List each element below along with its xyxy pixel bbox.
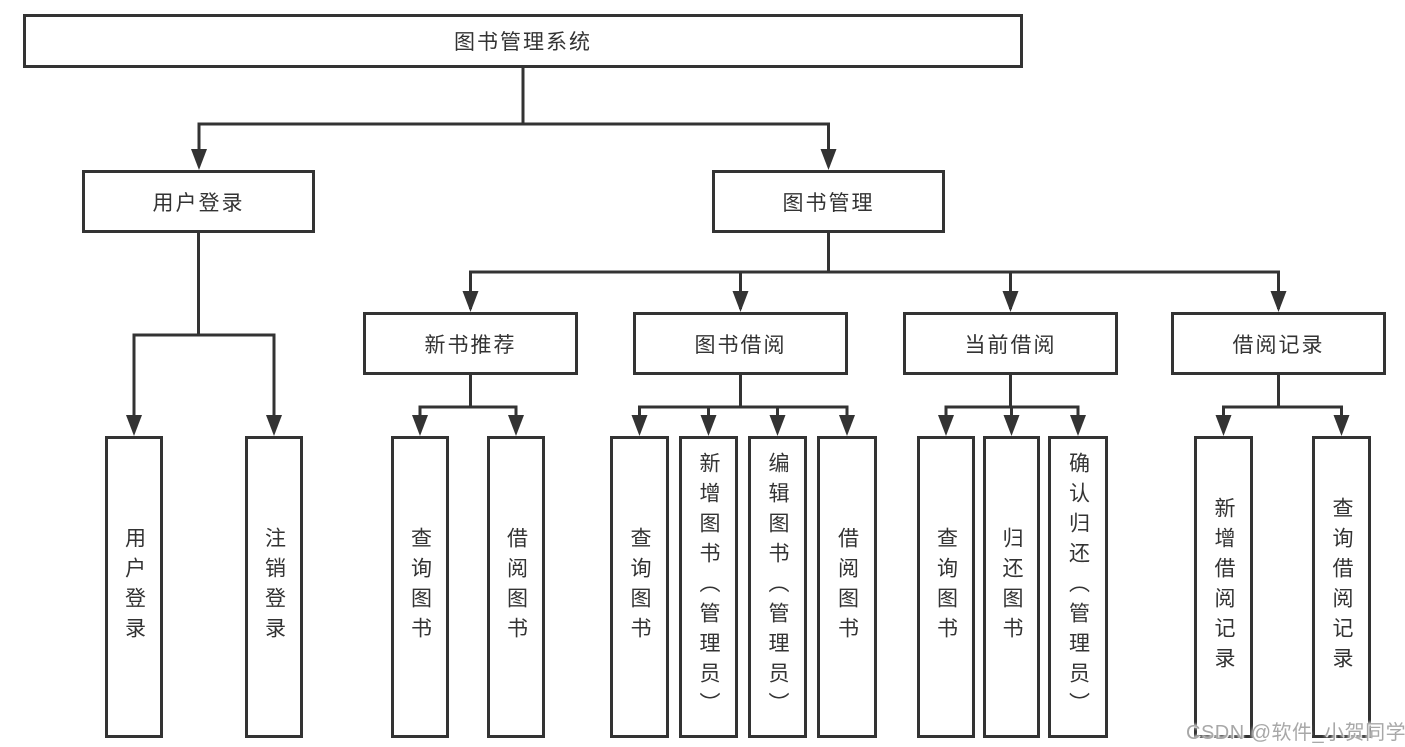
- arrow-down-icon: [1003, 415, 1020, 436]
- leaf-return-books-label: 归还图书: [1000, 527, 1023, 647]
- leaf-edit-book-admin-label: 编辑图书（管理员）: [766, 452, 789, 722]
- leaf-confirm-return-admin: 确认归还（管理员）: [1048, 436, 1108, 738]
- leaf-borrow-books-recommend-label: 借阅图书: [504, 527, 528, 647]
- node-new-book-recommend-label: 新书推荐: [424, 333, 517, 357]
- node-book-manage: 图书管理: [712, 170, 945, 233]
- arrow-down-icon: [1270, 291, 1287, 312]
- arrow-down-icon: [769, 415, 786, 436]
- arrow-down-icon: [266, 415, 282, 436]
- leaf-query-books-borrow-label: 查询图书: [628, 527, 651, 647]
- arrowhead-icons: [126, 149, 1350, 436]
- leaf-borrow-books: 借阅图书: [817, 436, 877, 738]
- node-current-borrow: 当前借阅: [903, 312, 1118, 375]
- leaf-logout-login-label: 注销登录: [262, 527, 286, 647]
- leaf-query-books-borrow: 查询图书: [610, 436, 669, 738]
- leaf-query-borrow-record-label: 查询借阅记录: [1330, 497, 1353, 677]
- leaf-query-borrow-record: 查询借阅记录: [1312, 436, 1371, 738]
- leaf-edit-book-admin: 编辑图书（管理员）: [748, 436, 807, 738]
- leaf-add-borrow-record: 新增借阅记录: [1194, 436, 1253, 738]
- node-book-manage-label: 图书管理: [782, 191, 875, 215]
- connector-paths: [132, 68, 1343, 432]
- arrow-down-icon: [462, 291, 479, 312]
- arrow-down-icon: [1215, 415, 1232, 436]
- leaf-query-books-current-label: 查询图书: [934, 527, 958, 647]
- csdn-watermark: CSDN @软件_小贺同学: [1186, 722, 1405, 744]
- arrow-down-icon: [1002, 291, 1019, 312]
- leaf-query-books-recommend: 查询图书: [391, 436, 449, 738]
- arrow-down-icon: [700, 415, 717, 436]
- arrow-down-icon: [820, 149, 837, 170]
- leaf-query-books-recommend-label: 查询图书: [408, 527, 432, 647]
- leaf-add-book-admin-label: 新增图书（管理员）: [697, 452, 720, 722]
- arrow-down-icon: [191, 149, 207, 170]
- leaf-borrow-books-label: 借阅图书: [835, 527, 859, 647]
- leaf-confirm-return-admin-label: 确认归还（管理员）: [1066, 452, 1090, 722]
- node-current-borrow-label: 当前借阅: [964, 333, 1057, 357]
- leaf-query-books-current: 查询图书: [917, 436, 975, 738]
- leaf-add-book-admin: 新增图书（管理员）: [679, 436, 738, 738]
- arrow-down-icon: [839, 415, 855, 436]
- arrow-down-icon: [1070, 415, 1086, 436]
- arrow-down-icon: [508, 415, 524, 436]
- arrow-down-icon: [732, 291, 749, 312]
- node-borrow-records-label: 借阅记录: [1232, 333, 1325, 357]
- arrow-down-icon: [631, 415, 648, 436]
- node-book-borrow-label: 图书借阅: [694, 333, 787, 357]
- arrow-down-icon: [412, 415, 428, 436]
- node-new-book-recommend: 新书推荐: [363, 312, 578, 375]
- node-user-login: 用户登录: [82, 170, 315, 233]
- leaf-borrow-books-recommend: 借阅图书: [487, 436, 545, 738]
- leaf-return-books: 归还图书: [983, 436, 1040, 738]
- node-root-label: 图书管理系统: [454, 31, 592, 54]
- node-root: 图书管理系统: [23, 14, 1023, 68]
- node-book-borrow: 图书借阅: [633, 312, 848, 375]
- leaf-logout-login: 注销登录: [245, 436, 303, 738]
- node-user-login-label: 用户登录: [152, 191, 245, 215]
- leaf-user-login-label: 用户登录: [122, 527, 146, 647]
- leaf-add-borrow-record-label: 新增借阅记录: [1212, 497, 1235, 677]
- arrow-down-icon: [938, 415, 954, 436]
- arrow-down-icon: [126, 415, 142, 436]
- arrow-down-icon: [1333, 415, 1350, 436]
- leaf-user-login: 用户登录: [105, 436, 163, 738]
- node-borrow-records: 借阅记录: [1171, 312, 1386, 375]
